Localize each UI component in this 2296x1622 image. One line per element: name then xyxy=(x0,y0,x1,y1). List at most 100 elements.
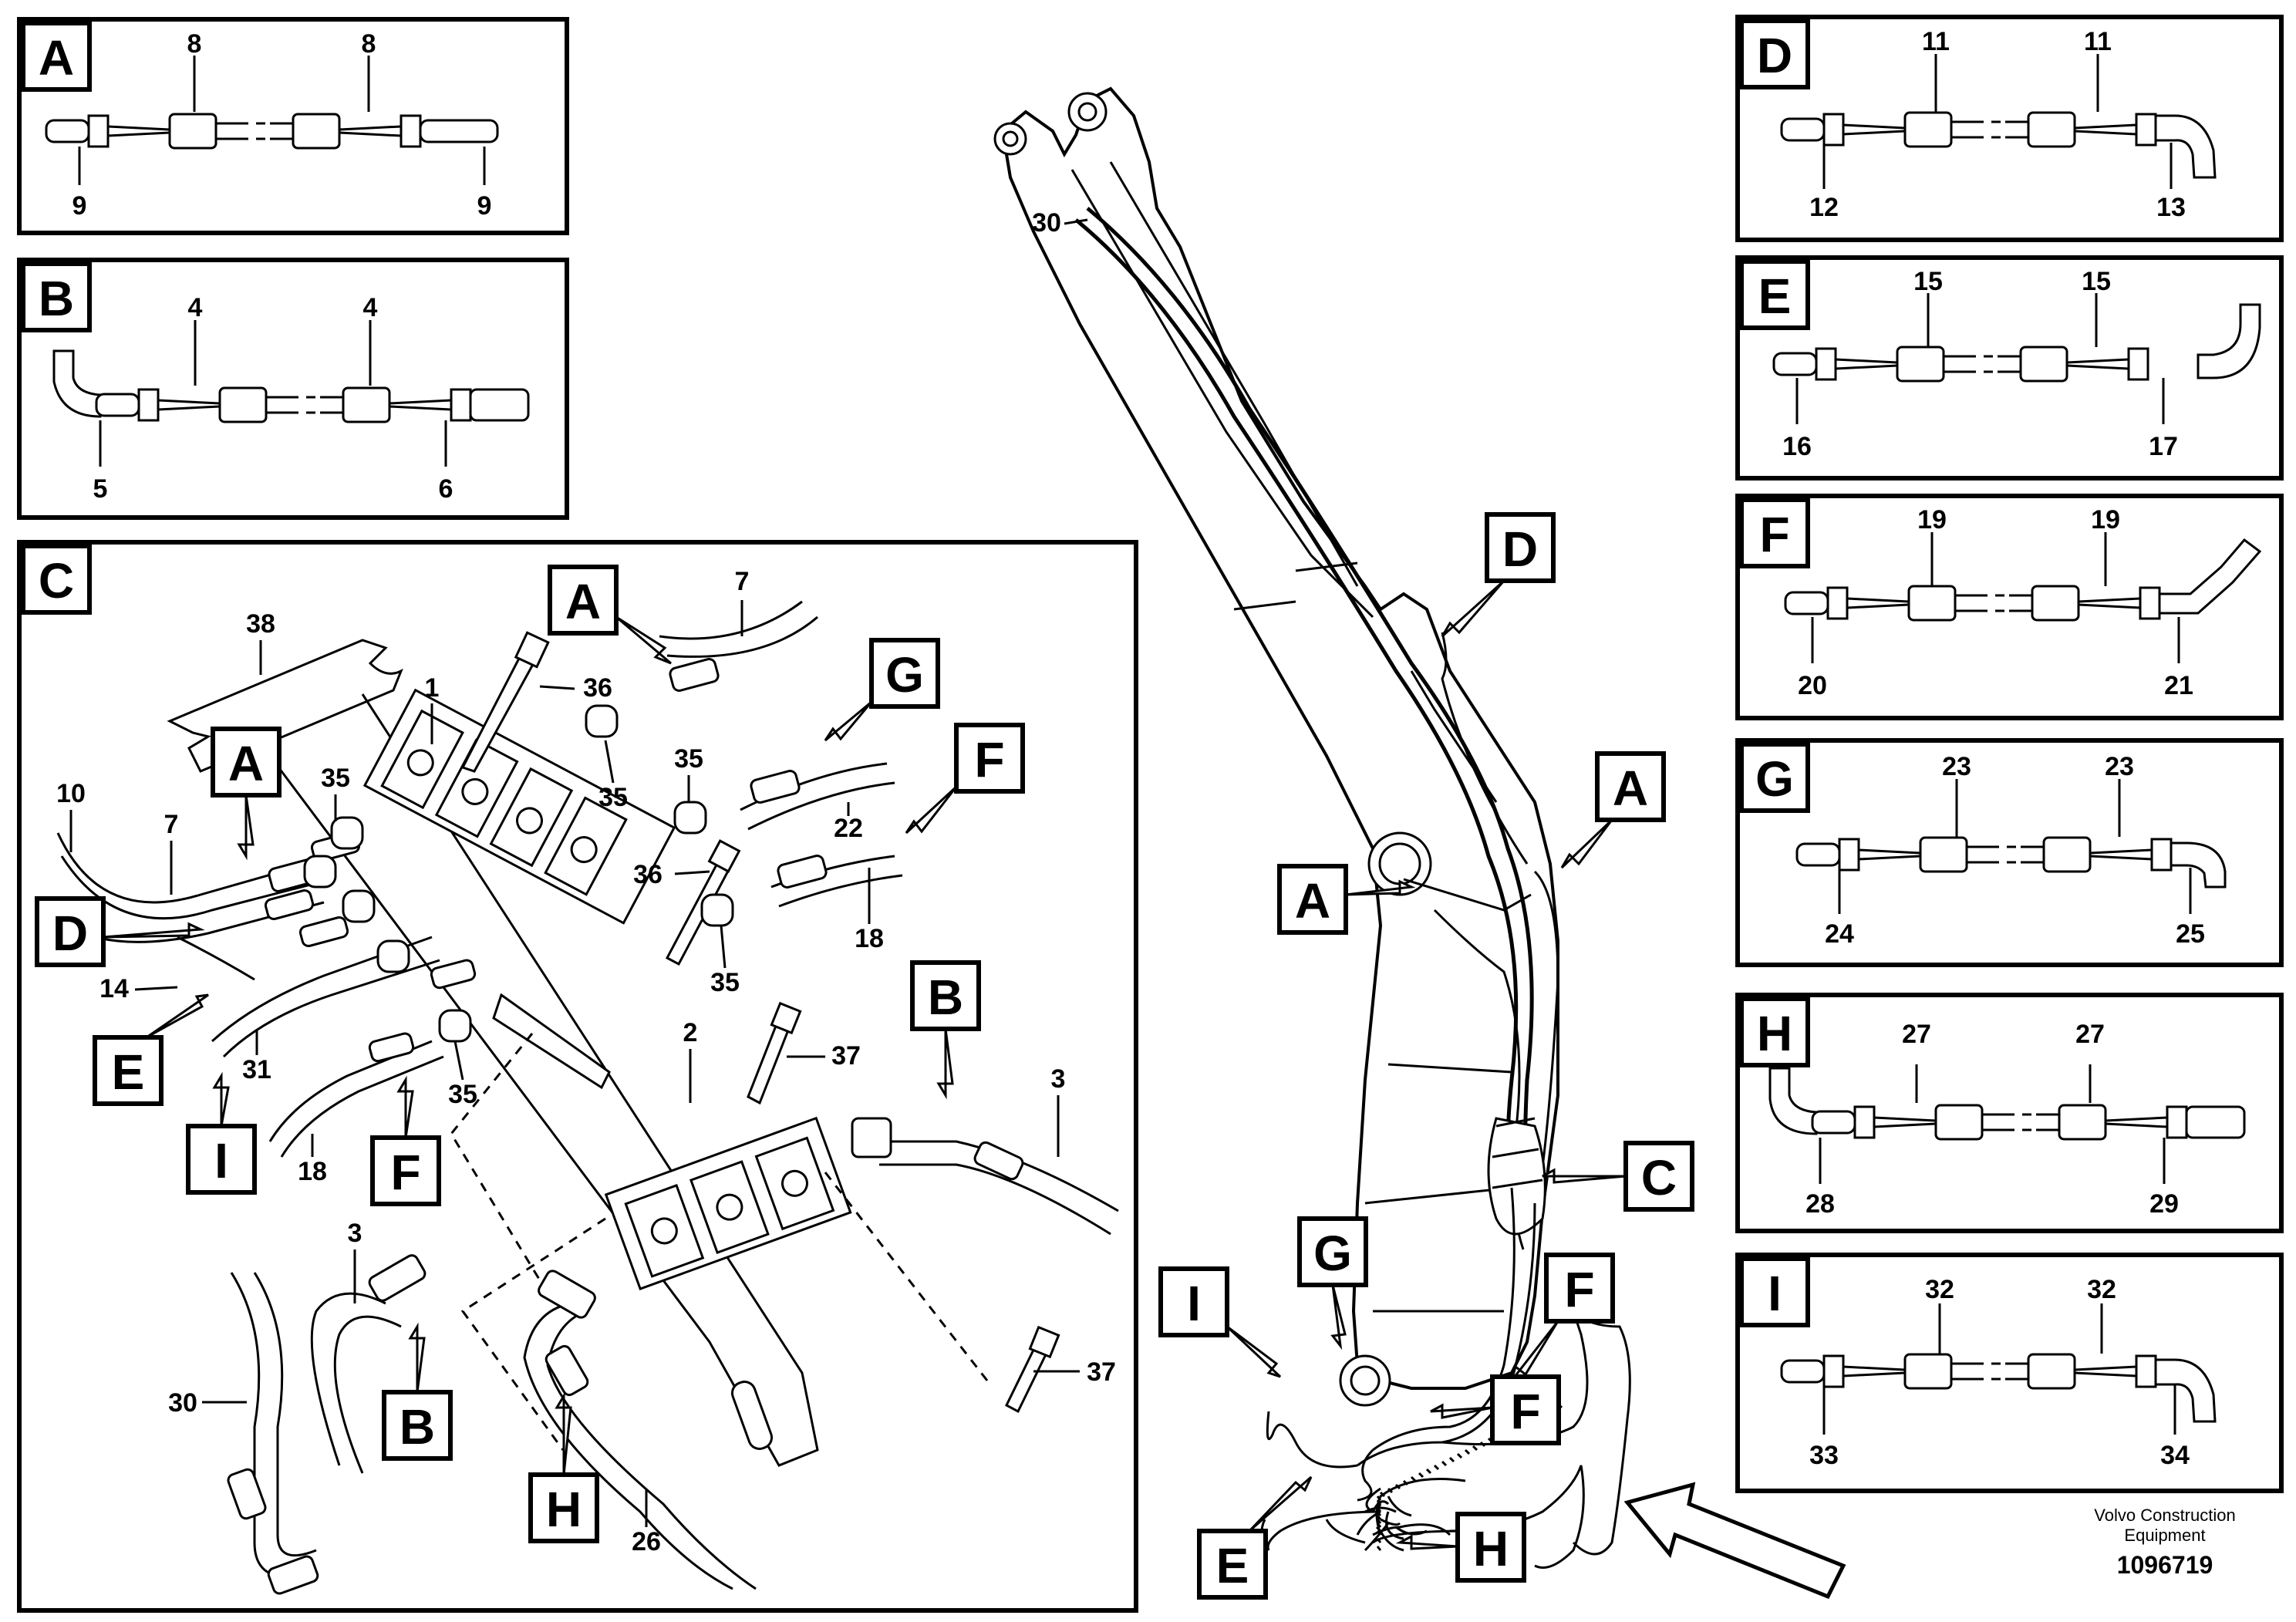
label-a-9-right: 9 xyxy=(477,191,492,221)
label-f-19-right: 19 xyxy=(2091,505,2120,534)
label-e-15-left: 15 xyxy=(1913,267,1943,296)
panel-g: G 23 23 24 25 xyxy=(1735,738,2284,967)
c-callout-i: I xyxy=(186,1071,257,1195)
label-c-36-top: 36 xyxy=(583,673,612,703)
c-callout-f-lower: F xyxy=(370,1075,441,1206)
label-d-12: 12 xyxy=(1809,193,1839,222)
boom-callout-f-mid: F xyxy=(1430,1374,1561,1445)
company-line2: Equipment xyxy=(2124,1526,2205,1545)
label-c-35-c: 35 xyxy=(674,744,703,774)
boom-callout-e: E xyxy=(1197,1475,1313,1600)
svg-text:H: H xyxy=(1473,1521,1509,1576)
c-callout-b-lower: B xyxy=(382,1322,453,1461)
label-c-31: 31 xyxy=(242,1055,271,1084)
svg-text:B: B xyxy=(928,969,963,1025)
drawing-number: 1096719 xyxy=(2117,1551,2213,1579)
label-f-19-left: 19 xyxy=(1917,505,1947,534)
panel-d-letter: D xyxy=(1757,28,1792,83)
label-c-30: 30 xyxy=(168,1388,197,1418)
label-c-3-right: 3 xyxy=(1051,1064,1066,1094)
label-b-5: 5 xyxy=(93,474,108,504)
panel-b-letter: B xyxy=(39,271,74,326)
panel-i-letter: I xyxy=(1768,1266,1782,1321)
c-callout-b-right: B xyxy=(910,960,981,1100)
panel-a: A 8 8 9 9 xyxy=(17,17,569,235)
svg-text:F: F xyxy=(974,732,1004,787)
label-h-27-right: 27 xyxy=(2075,1020,2105,1049)
panel-e-letter: E xyxy=(1758,268,1792,324)
footer: Volvo Construction Equipment 1096719 xyxy=(2094,1506,2235,1579)
boom-callout-g: G xyxy=(1297,1216,1368,1351)
label-d-11-left: 11 xyxy=(1922,27,1950,56)
boom-callout-a-left: A xyxy=(1277,864,1416,935)
label-f-21: 21 xyxy=(2164,671,2193,700)
label-c-10: 10 xyxy=(56,779,86,808)
c-callout-f-upper: F xyxy=(905,723,1025,835)
label-d-11-right: 11 xyxy=(2084,27,2112,56)
label-h-27-left: 27 xyxy=(1902,1020,1931,1049)
svg-text:A: A xyxy=(228,736,264,791)
label-h-29: 29 xyxy=(2149,1189,2179,1219)
svg-text:G: G xyxy=(1313,1226,1352,1281)
boom-callout-a-right: A xyxy=(1560,751,1666,869)
label-e-15-right: 15 xyxy=(2082,267,2111,296)
panel-b: B 4 4 5 6 xyxy=(17,258,569,520)
svg-text:D: D xyxy=(1502,521,1538,577)
boom-callout-i: I xyxy=(1158,1266,1282,1378)
svg-text:F: F xyxy=(1510,1384,1540,1439)
svg-text:E: E xyxy=(1216,1538,1249,1593)
c-callout-d: D xyxy=(35,896,205,967)
label-d-13: 13 xyxy=(2156,193,2186,222)
label-c-35-d: 35 xyxy=(710,968,740,997)
svg-text:D: D xyxy=(52,905,88,961)
label-g-23-right: 23 xyxy=(2105,752,2134,781)
label-c-35-e: 35 xyxy=(448,1080,477,1109)
label-g-25: 25 xyxy=(2176,919,2205,949)
label-g-24: 24 xyxy=(1825,919,1854,949)
svg-text:A: A xyxy=(1613,760,1648,816)
label-c-26: 26 xyxy=(632,1527,661,1556)
label-c-1: 1 xyxy=(425,673,440,703)
label-i-32-left: 32 xyxy=(1925,1275,1954,1304)
label-c-35-b: 35 xyxy=(598,783,628,812)
label-i-33: 33 xyxy=(1809,1441,1839,1470)
panel-c-letter: C xyxy=(39,553,74,609)
c-callout-e: E xyxy=(93,993,209,1106)
label-c-18-right: 18 xyxy=(855,924,884,953)
panel-h: H 27 27 28 29 xyxy=(1735,993,2284,1233)
label-c-36-mid: 36 xyxy=(633,860,663,889)
label-a-9-left: 9 xyxy=(72,191,87,221)
panel-a-letter: A xyxy=(39,30,74,86)
label-boom-30: 30 xyxy=(1032,208,1061,238)
panel-d: D 11 11 12 13 xyxy=(1735,15,2284,242)
label-c-38: 38 xyxy=(246,609,275,639)
boom-callout-f-top: F xyxy=(1510,1253,1615,1381)
panel-e: E 15 15 16 17 xyxy=(1735,255,2284,481)
svg-text:B: B xyxy=(400,1399,435,1455)
svg-text:H: H xyxy=(546,1482,582,1537)
c-callout-g: G xyxy=(824,638,940,742)
label-c-7-top: 7 xyxy=(735,567,750,596)
label-c-35-a: 35 xyxy=(321,764,350,793)
svg-text:A: A xyxy=(565,574,601,629)
company-line1: Volvo Construction xyxy=(2094,1506,2235,1525)
label-b-6: 6 xyxy=(439,474,453,504)
svg-text:G: G xyxy=(885,647,924,703)
panel-f-letter: F xyxy=(1759,507,1789,562)
panel-g-letter: G xyxy=(1755,751,1794,807)
svg-text:E: E xyxy=(112,1044,145,1100)
boom-callout-d: D xyxy=(1441,512,1556,638)
panel-h-letter: H xyxy=(1757,1006,1792,1061)
label-i-34: 34 xyxy=(2160,1441,2190,1470)
label-c-18-left: 18 xyxy=(298,1157,327,1186)
label-c-22: 22 xyxy=(834,814,863,843)
label-a-8-left: 8 xyxy=(187,29,202,59)
label-c-14: 14 xyxy=(99,974,129,1003)
panel-i: I 32 32 33 34 xyxy=(1735,1253,2284,1493)
svg-text:F: F xyxy=(1564,1262,1594,1317)
svg-text:C: C xyxy=(1641,1150,1677,1206)
panel-c: C xyxy=(17,540,1138,1613)
label-g-23-left: 23 xyxy=(1942,752,1971,781)
label-e-16: 16 xyxy=(1782,432,1812,461)
